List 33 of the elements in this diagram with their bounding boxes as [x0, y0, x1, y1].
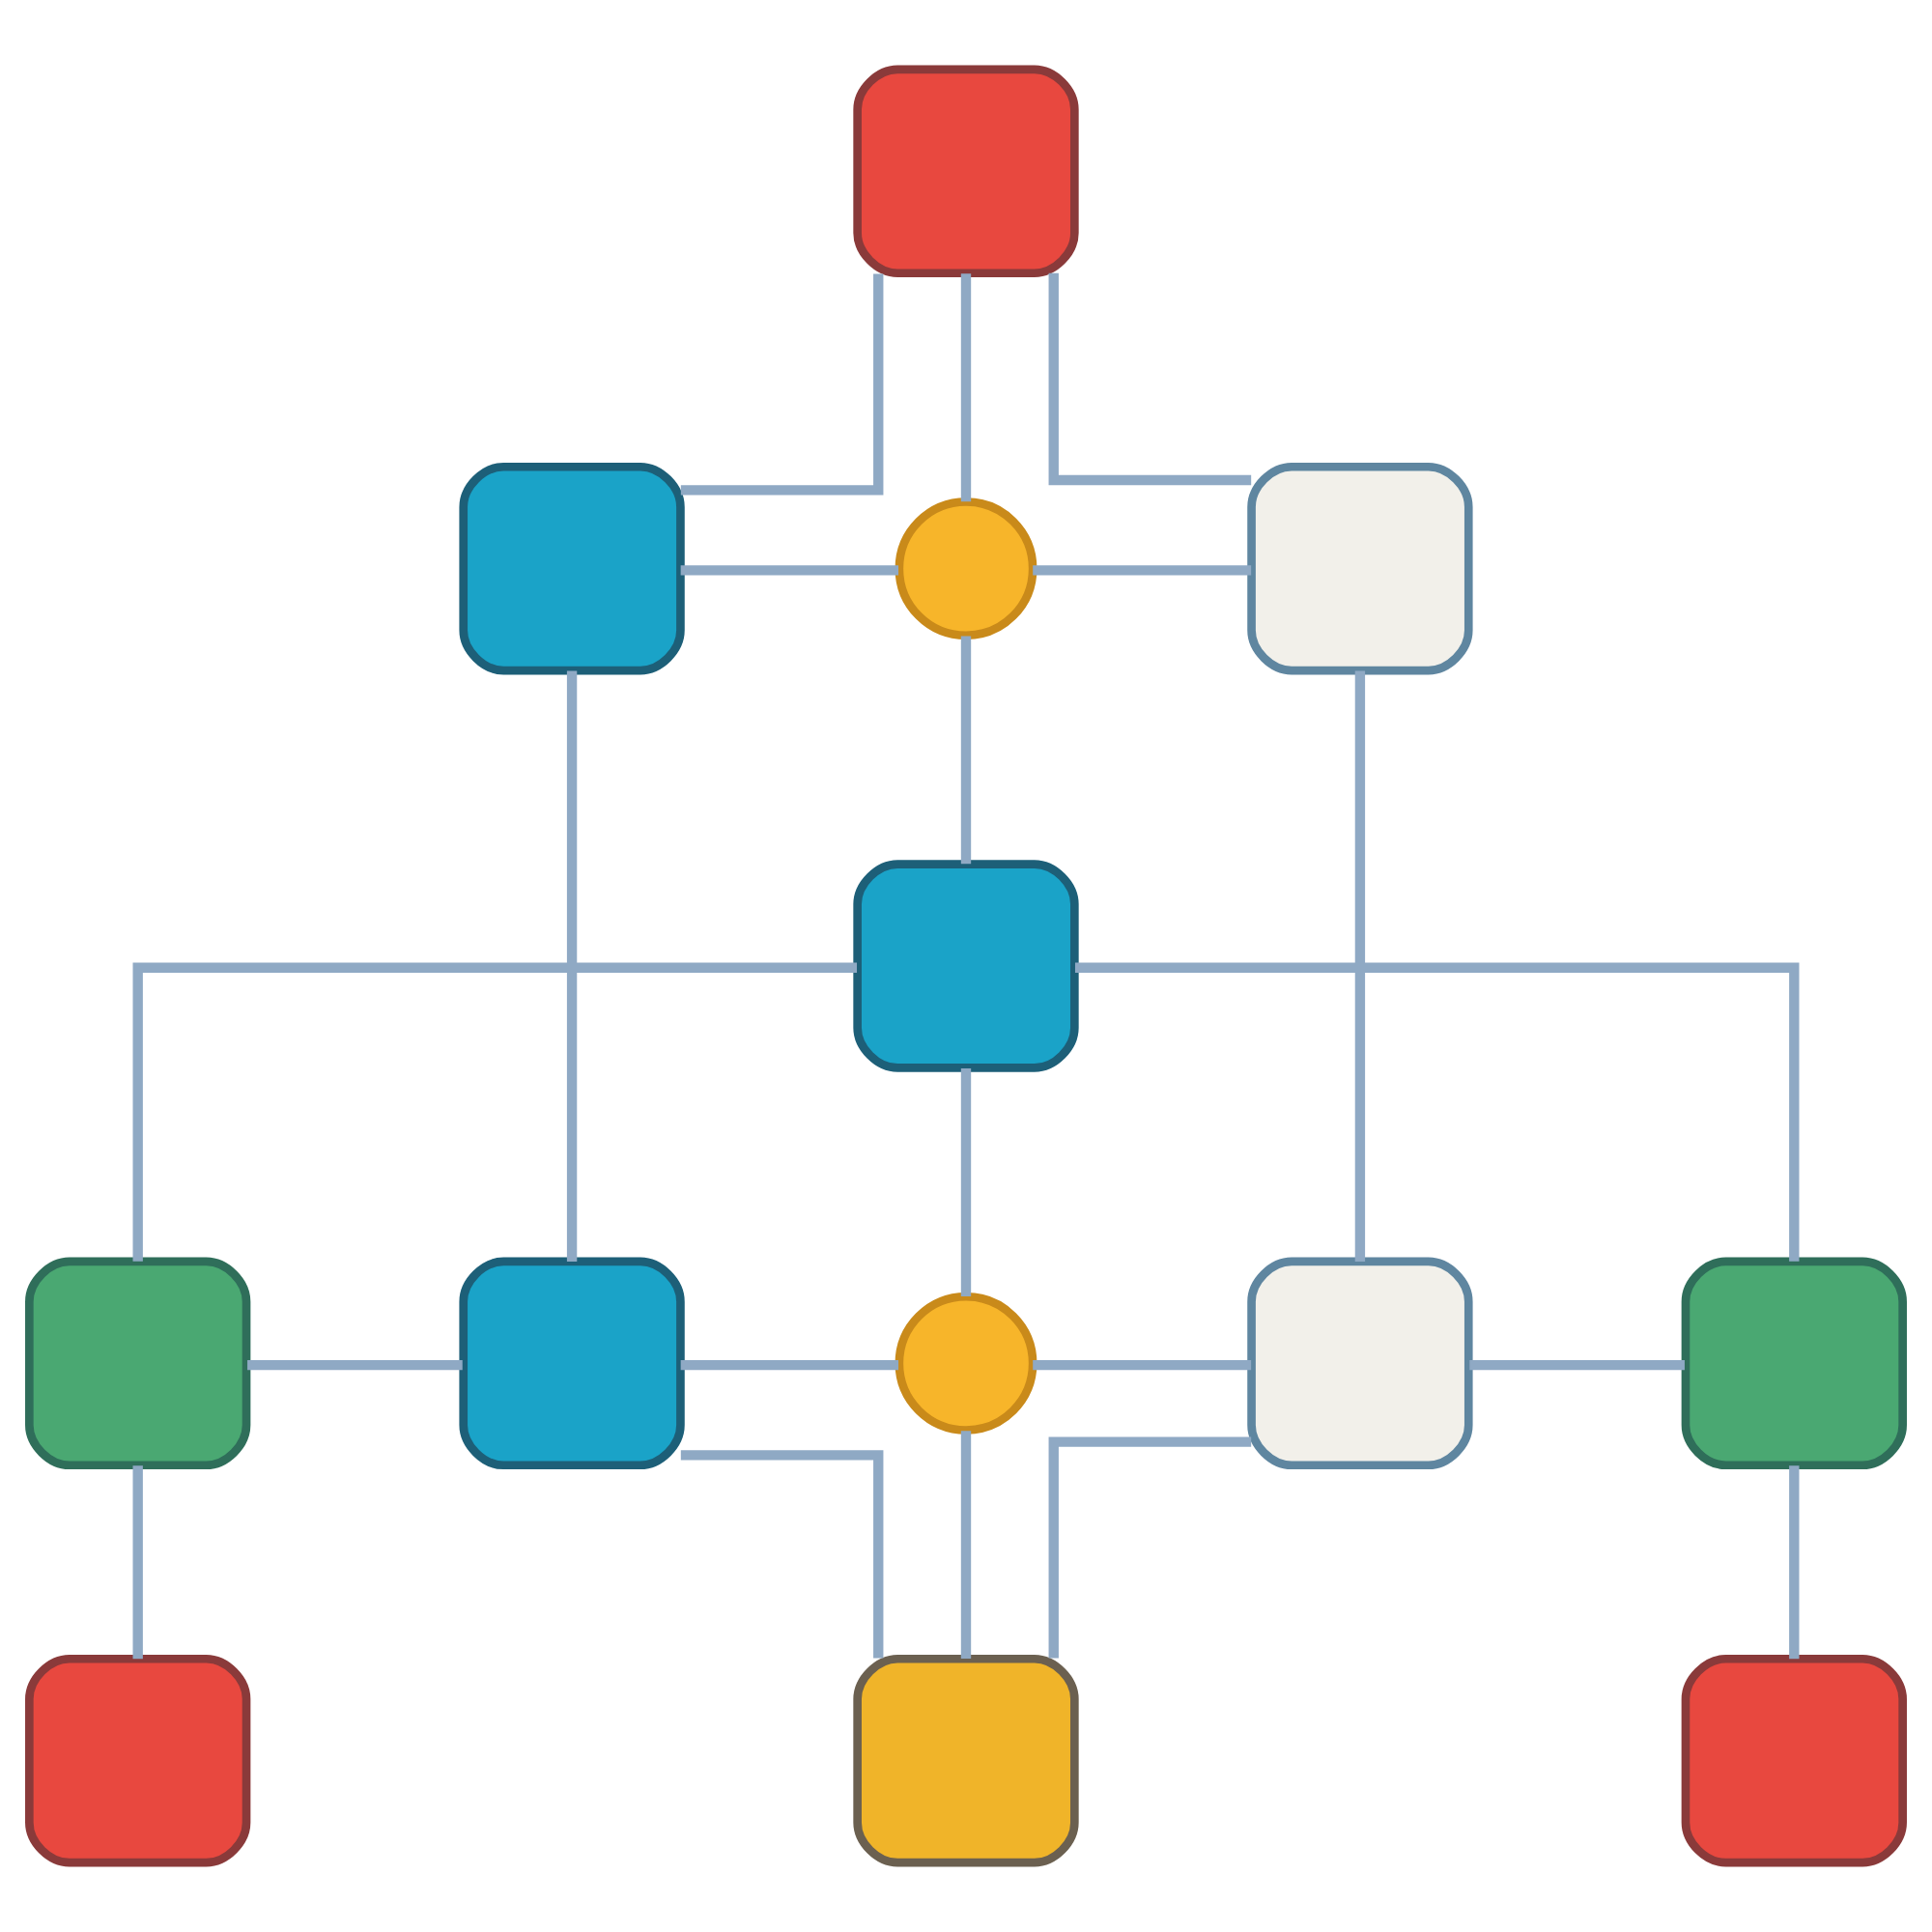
connector — [680, 1450, 884, 1659]
connector — [247, 1359, 463, 1371]
connector — [1033, 1359, 1252, 1371]
connector — [680, 273, 884, 496]
node-box — [459, 1257, 685, 1470]
connector — [1469, 1359, 1685, 1371]
connector — [1033, 565, 1252, 576]
connector — [680, 1359, 899, 1371]
connector — [960, 636, 972, 865]
node-box — [459, 462, 685, 675]
node-box — [853, 65, 1079, 277]
connector — [960, 1431, 972, 1659]
connector — [132, 962, 858, 1262]
connector — [1048, 272, 1252, 486]
connector — [566, 670, 578, 1262]
connector — [1074, 962, 1800, 1262]
connector — [1789, 1465, 1800, 1660]
connector — [1354, 670, 1366, 1262]
node-box — [853, 1655, 1079, 1867]
node-box — [25, 1257, 251, 1470]
connector — [132, 1465, 143, 1660]
connector — [960, 1067, 972, 1296]
node-box — [1247, 462, 1473, 675]
node-box — [853, 860, 1079, 1072]
node-box — [25, 1655, 251, 1867]
node-circle — [895, 1292, 1037, 1435]
connector — [1048, 1436, 1252, 1659]
connector — [960, 273, 972, 502]
node-circle — [895, 497, 1037, 640]
node-box — [1681, 1655, 1907, 1867]
connector — [680, 565, 899, 576]
node-box — [1681, 1257, 1907, 1470]
node-box — [1247, 1257, 1473, 1470]
